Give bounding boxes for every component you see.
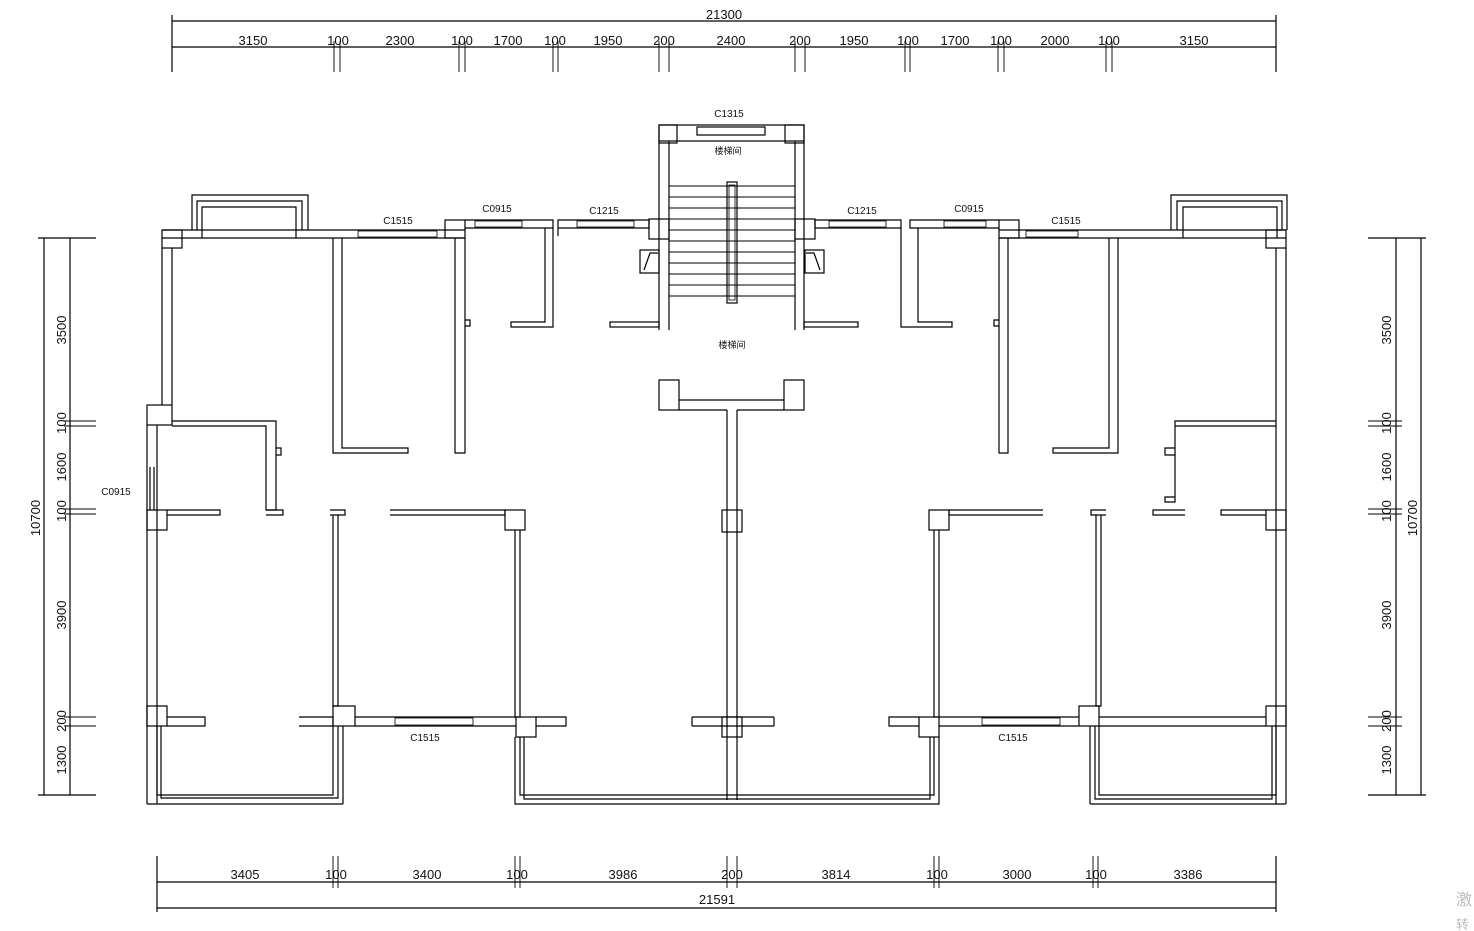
top-dim-9: 2400 [717, 33, 746, 48]
bottom-dim-3: 3400 [413, 867, 442, 882]
bottom-dim-1: 3405 [231, 867, 260, 882]
top-dim-15: 2000 [1041, 33, 1070, 48]
top-overall-dimension: 21300 [706, 7, 742, 22]
top-dimension-labels: 3150 100 2300 100 1700 100 1950 200 2400… [239, 33, 1209, 48]
top-dim-5: 1700 [494, 33, 523, 48]
left-dim-7: 1300 [54, 746, 69, 775]
top-dim-3: 2300 [386, 33, 415, 48]
stair-treads [669, 185, 795, 297]
bottom-dimension-labels: 3405 100 3400 100 3986 200 3814 100 3000… [231, 867, 1203, 882]
bottom-dim-8: 100 [926, 867, 948, 882]
right-dim-3: 1600 [1379, 453, 1394, 482]
top-dim-2: 100 [327, 33, 349, 48]
window-label-left-side-c0915: C0915 [101, 487, 131, 498]
window-label-top-right-c1515: C1515 [1051, 216, 1081, 227]
top-dim-6: 100 [544, 33, 566, 48]
top-dim-11: 1950 [840, 33, 869, 48]
top-dimension-chain [171, 15, 1277, 72]
bottom-overall-dimension: 21591 [699, 892, 735, 907]
window-label-top-left-c1215: C1215 [589, 206, 619, 217]
right-dimension-chain [1368, 237, 1426, 796]
right-overall-dimension: 10700 [1405, 500, 1420, 536]
room-label-stair-lower: 楼梯间 [718, 339, 745, 351]
window-label-bottom-right-c1515: C1515 [998, 733, 1028, 744]
left-dimension-labels: 10700 3500 100 1600 100 3900 200 1300 [28, 316, 69, 775]
top-dim-12: 100 [897, 33, 919, 48]
left-dim-6: 200 [54, 710, 69, 732]
right-dimension-labels: 10700 3500 100 1600 100 3900 200 1300 [1379, 316, 1420, 775]
left-dim-5: 3900 [54, 601, 69, 630]
top-dim-13: 1700 [941, 33, 970, 48]
right-dim-2: 100 [1379, 412, 1394, 434]
room-label-stair-upper: 楼梯间 [714, 145, 741, 157]
bottom-dim-11: 3386 [1174, 867, 1203, 882]
top-dim-14: 100 [990, 33, 1012, 48]
top-dim-1: 3150 [239, 33, 268, 48]
right-unit-walls [814, 194, 1288, 805]
watermark-line-1: 激 [1456, 890, 1472, 909]
left-overall-dimension: 10700 [28, 500, 43, 536]
left-dim-4: 100 [54, 500, 69, 522]
window-label-top-right-c1215: C1215 [847, 206, 877, 217]
top-dim-16: 100 [1098, 33, 1120, 48]
bottom-dim-7: 3814 [822, 867, 851, 882]
top-dim-7: 1950 [594, 33, 623, 48]
bottom-dim-6: 200 [721, 867, 743, 882]
right-dim-5: 3900 [1379, 601, 1394, 630]
left-dim-1: 3500 [54, 316, 69, 345]
left-dimension-chain [38, 237, 96, 796]
bottom-dimension-chain [156, 856, 1277, 912]
top-dim-4: 100 [451, 33, 473, 48]
left-unit-walls [146, 194, 940, 805]
watermark-line-2: 转 [1456, 918, 1469, 931]
right-dim-4: 100 [1379, 500, 1394, 522]
top-dim-8: 200 [653, 33, 675, 48]
window-label-top-left-c0915: C0915 [482, 204, 512, 215]
left-dim-2: 100 [54, 412, 69, 434]
window-labels: C1315 C1515 C0915 C1215 C1215 C0915 C151… [101, 109, 1081, 744]
top-dim-10: 200 [789, 33, 811, 48]
stair-block [609, 124, 859, 330]
central-column [658, 379, 805, 800]
left-dim-3: 1600 [54, 453, 69, 482]
right-dim-1: 3500 [1379, 316, 1394, 345]
right-dim-6: 200 [1379, 710, 1394, 732]
bottom-dim-9: 3000 [1003, 867, 1032, 882]
right-dim-7: 1300 [1379, 746, 1394, 775]
bottom-dim-5: 3986 [609, 867, 638, 882]
window-label-top-right-c0915: C0915 [954, 204, 984, 215]
top-dim-17: 3150 [1180, 33, 1209, 48]
window-label-bottom-left-c1515: C1515 [410, 733, 440, 744]
bottom-dim-4: 100 [506, 867, 528, 882]
window-label-stair-top: C1315 [714, 109, 744, 120]
bottom-dim-10: 100 [1085, 867, 1107, 882]
window-label-top-left-c1515: C1515 [383, 216, 413, 227]
bottom-dim-2: 100 [325, 867, 347, 882]
